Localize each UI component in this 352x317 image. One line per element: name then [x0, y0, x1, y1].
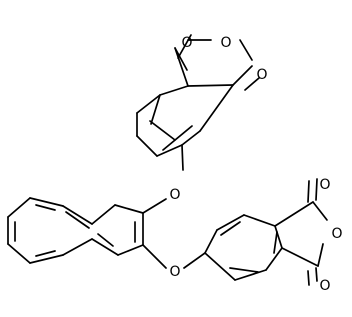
- atom-label-ring-o-top: O: [220, 35, 231, 51]
- bond-line: [91, 204, 116, 225]
- bond-line: [35, 250, 56, 257]
- bond-line: [183, 252, 206, 269]
- bond-line: [29, 197, 64, 207]
- bond-line: [317, 243, 324, 267]
- bond-line: [7, 243, 31, 264]
- bond-line: [29, 254, 64, 264]
- bond-line: [187, 84, 234, 87]
- bond-line: [204, 229, 218, 254]
- atom-label-carbonyl-o-top-right: O: [256, 67, 267, 83]
- bond-line: [136, 94, 161, 114]
- bond-lines: [7, 34, 328, 286]
- bond-line: [234, 269, 267, 281]
- bond-line: [229, 267, 259, 273]
- bond-line: [265, 247, 283, 271]
- bond-line: [117, 244, 144, 256]
- bond-line: [177, 34, 192, 59]
- bond-line: [216, 214, 245, 231]
- atom-label-ring-o-bottom: O: [331, 226, 342, 242]
- bond-line: [273, 231, 278, 254]
- bond-line: [62, 238, 93, 256]
- bond-line: [312, 201, 328, 221]
- bond-line: [65, 211, 90, 229]
- bond-line: [315, 267, 318, 282]
- bond-line: [239, 39, 253, 61]
- bond-line: [162, 125, 193, 151]
- bond-line: [97, 233, 114, 247]
- bond-line: [274, 201, 314, 227]
- bond-line: [142, 198, 167, 214]
- bond-line: [159, 85, 189, 96]
- atom-labels: O O O O O O O O: [169, 35, 342, 294]
- bond-line: [174, 47, 189, 87]
- bond-line: [156, 144, 183, 157]
- bond-line: [281, 247, 319, 267]
- bond-line: [91, 238, 119, 256]
- bond-line: [315, 178, 318, 201]
- bond-line: [181, 130, 201, 146]
- atom-label-ether-o-upper: O: [169, 187, 180, 203]
- bond-line: [243, 214, 276, 227]
- atom-label-ether-o-lower: O: [169, 264, 180, 280]
- atom-label-carbonyl-o-bottom-top: O: [319, 177, 330, 193]
- bond-line: [142, 244, 167, 269]
- bond-line: [232, 65, 253, 86]
- bond-line: [181, 144, 184, 171]
- bond-line: [114, 204, 144, 214]
- atom-label-carbonyl-o-bottom-bottom: O: [319, 278, 330, 294]
- bond-line: [7, 197, 31, 218]
- bond-line: [204, 252, 236, 281]
- bond-line: [220, 221, 241, 236]
- bond-line: [274, 225, 283, 249]
- bond-line: [35, 204, 56, 211]
- bond-line: [244, 77, 260, 91]
- bond-line: [149, 120, 176, 141]
- atom-label-carbonyl-o-top-left: O: [181, 35, 192, 51]
- bond-line: [199, 84, 234, 132]
- bond-line: [307, 270, 310, 286]
- bond-line: [307, 180, 310, 203]
- bond-line: [136, 135, 158, 157]
- bond-line: [150, 94, 161, 125]
- bond-line: [62, 205, 93, 225]
